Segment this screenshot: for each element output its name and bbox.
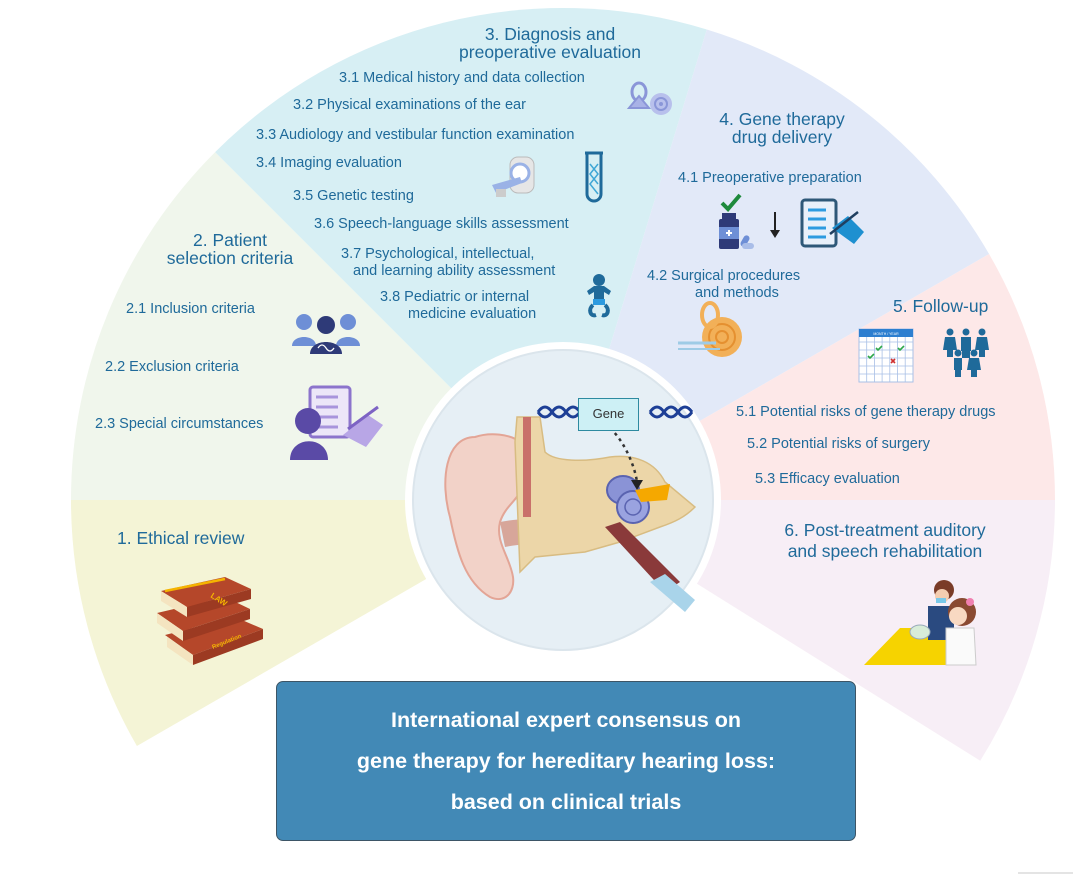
section-1-heading: 1. Ethical review [117, 528, 245, 548]
calendar-icon: MONTH / YEAR [858, 328, 914, 383]
speech-therapy-scene-icon [864, 580, 977, 666]
heading-line: 2. Patient [193, 230, 267, 250]
item-3-3: 3.3 Audiology and vestibular function ex… [256, 127, 575, 143]
gene-label: Gene [592, 406, 625, 422]
item-5-1: 5.1 Potential risks of gene therapy drug… [736, 404, 996, 420]
item-3-8: 3.8 Pediatric or internal [380, 289, 530, 305]
mri-scanner-icon [492, 156, 535, 197]
item-3-5: 3.5 Genetic testing [293, 188, 414, 204]
law-books-icon: LAW Regulation [157, 577, 263, 665]
heading-line: preoperative evaluation [459, 42, 641, 62]
item-2-2: 2.2 Exclusion criteria [105, 359, 239, 375]
item-3-1: 3.1 Medical history and data collection [339, 70, 585, 86]
family-group-icon [943, 328, 989, 377]
center-circle [412, 349, 714, 651]
sector-gene-therapy-delivery [563, 29, 990, 501]
item-3-4: 3.4 Imaging evaluation [256, 155, 402, 171]
calendar-header: MONTH / YEAR [873, 332, 899, 336]
cochlea-surgery-icon [678, 301, 742, 357]
dna-test-tube-icon [585, 151, 603, 203]
heading-line: 3. Diagnosis and [484, 24, 616, 44]
corner-divider [1018, 872, 1073, 874]
title-box: International expert consensus on gene t… [276, 681, 856, 841]
title-line-2: gene therapy for hereditary hearing loss… [356, 748, 776, 773]
title-line-1: International expert consensus on [390, 707, 742, 732]
arrow-down-icon [770, 212, 780, 238]
heading-line: drug delivery [731, 127, 833, 147]
item-2-3: 2.3 Special circumstances [95, 416, 264, 432]
item-3-7: 3.7 Psychological, intellectual, [341, 246, 535, 262]
item-3-8-cont: medicine evaluation [408, 306, 537, 322]
medicine-bottle-check-icon [719, 193, 754, 249]
section-3-heading: 3. Diagnosis and preoperative evaluation [400, 25, 700, 61]
item-4-2: 4.2 Surgical procedures [647, 268, 801, 284]
title-line-3: based on clinical trials [450, 789, 682, 814]
gene-box: Gene [578, 398, 639, 431]
item-5-2: 5.2 Potential risks of surgery [747, 436, 930, 452]
dna-helix-icon [536, 405, 694, 419]
item-5-3: 5.3 Efficacy evaluation [755, 471, 900, 487]
heading-line: 6. Post-treatment auditory [784, 520, 986, 540]
section-5-heading: 5. Follow-up [893, 296, 989, 316]
heading-line: and speech rehabilitation [787, 541, 983, 561]
heading-line: selection criteria [166, 248, 294, 268]
inner-ear-icon [626, 81, 672, 115]
patient-group-dna-icon [292, 314, 360, 354]
item-3-6: 3.6 Speech-language skills assessment [314, 216, 569, 232]
heading-line: 4. Gene therapy [719, 109, 845, 129]
ear-anatomy-icon [444, 416, 697, 612]
dotted-arrow-icon [609, 427, 643, 490]
item-3-7-cont: and learning ability assessment [353, 263, 556, 279]
clipboard-person-icon [290, 385, 383, 460]
section-4-heading: 4. Gene therapy drug delivery [702, 110, 862, 146]
baby-icon [587, 274, 611, 318]
item-4-1: 4.1 Preoperative preparation [678, 170, 862, 186]
section-6-heading: 6. Post-treatment auditory and speech re… [760, 520, 1010, 562]
checklist-pen-icon [800, 198, 864, 248]
item-3-2: 3.2 Physical examinations of the ear [293, 97, 526, 113]
item-4-2-cont: and methods [695, 285, 779, 301]
item-2-1: 2.1 Inclusion criteria [126, 301, 255, 317]
section-2-heading: 2. Patient selection criteria [160, 231, 300, 267]
